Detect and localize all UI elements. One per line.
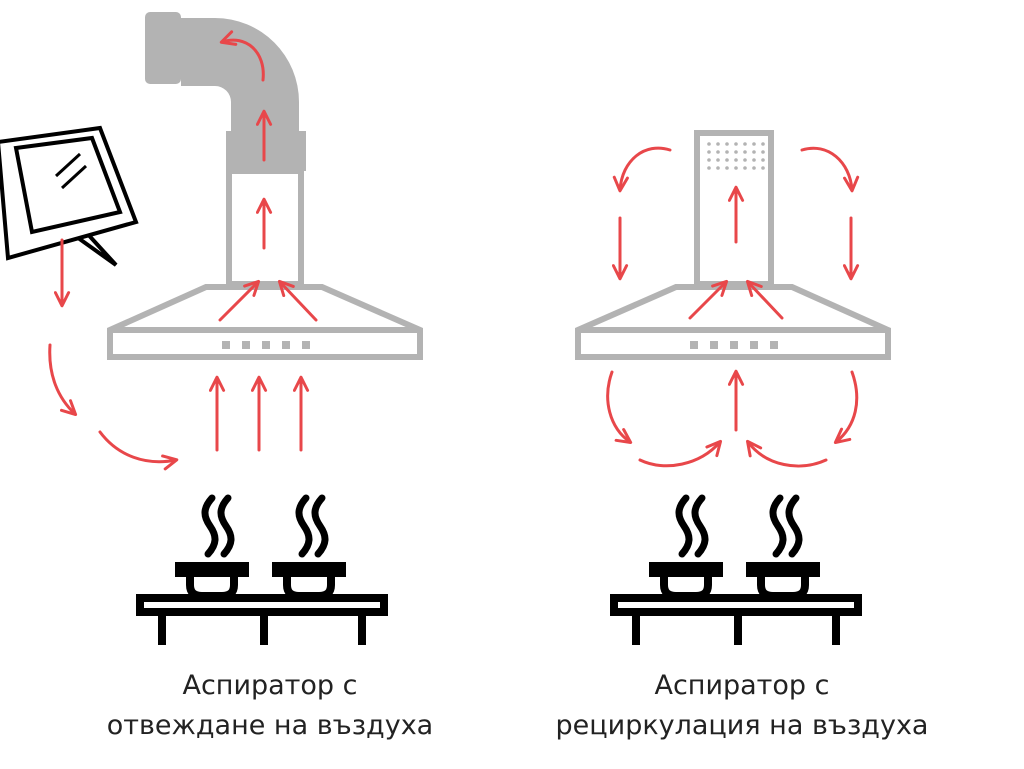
exhaust-hood: [107, 168, 423, 360]
caption-exhaust-line1: Аспиратор с: [182, 670, 358, 701]
caption-recirculation: Аспиратор с рециркулация на въздуха: [512, 666, 972, 746]
exhaust-airflow-arrows: [48, 30, 318, 471]
recirculation-hood: [575, 130, 891, 360]
window-icon: [0, 125, 139, 267]
caption-recirculation-line1: Аспиратор с: [654, 670, 830, 701]
carbon-filter-grille: [707, 142, 765, 170]
exhaust-hood-system: [0, 12, 423, 645]
exhaust-duct-elbow: [145, 12, 306, 171]
caption-exhaust-line2: отвеждане на въздуха: [106, 710, 434, 741]
stove-right: [610, 494, 862, 645]
caption-recirculation-line2: рециркулация на въздуха: [555, 710, 929, 741]
caption-exhaust: Аспиратор с отвеждане на въздуха: [60, 666, 480, 746]
recirculation-airflow-arrows: [606, 146, 860, 468]
recirculation-hood-system: [575, 130, 891, 645]
stove-left: [136, 494, 388, 645]
